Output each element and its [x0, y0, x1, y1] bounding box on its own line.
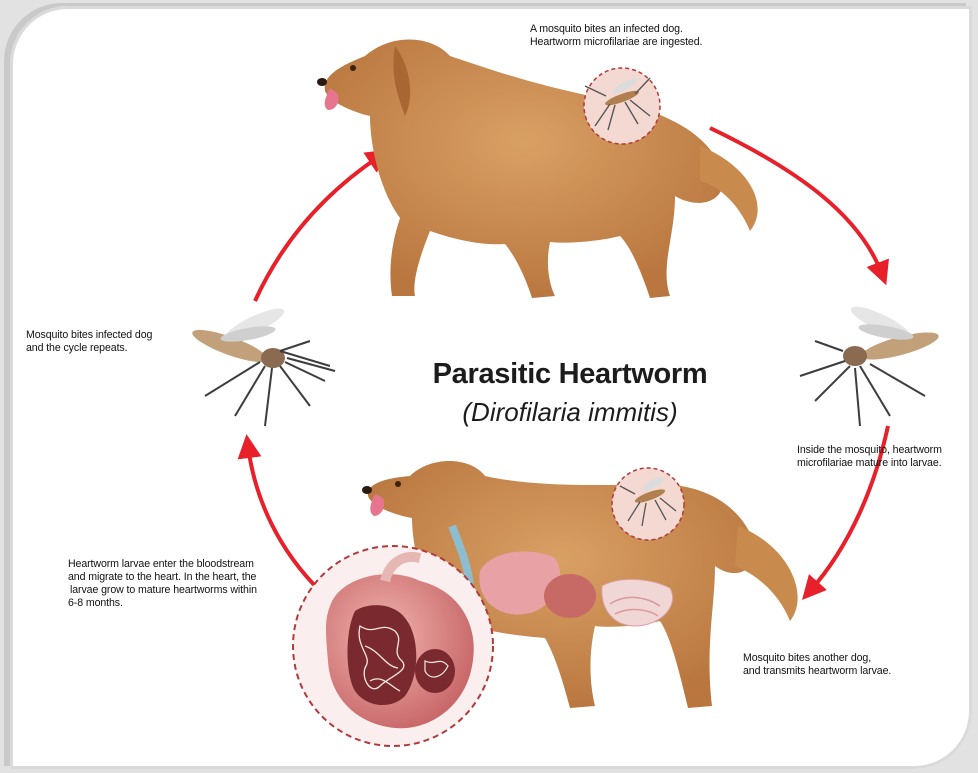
step-caption-5: Mosquito bites infected dog and the cycl… — [26, 329, 152, 355]
diagram-title: Parasitic Heartworm — [390, 358, 750, 391]
diagram-title-block: Parasitic Heartworm (Dirofilaria immitis… — [390, 358, 750, 428]
dog-illustration — [317, 40, 758, 299]
mosquito-illustration — [800, 301, 941, 426]
heart-illustration — [293, 546, 493, 746]
bite-inset-bottom — [612, 468, 684, 540]
cycle-arrow — [248, 446, 320, 591]
diagram-frame: Parasitic Heartworm (Dirofilaria immitis… — [10, 6, 972, 769]
cycle-arrow — [255, 156, 380, 301]
step-caption-3: Mosquito bites another dog, and transmit… — [743, 652, 891, 678]
step-caption-1: A mosquito bites an infected dog. Heartw… — [530, 23, 702, 49]
mosquito-illustration — [189, 303, 335, 426]
step-caption-4: Heartworm larvae enter the bloodstream a… — [68, 558, 257, 610]
bite-inset-top — [584, 68, 660, 144]
step-caption-2: Inside the mosquito, heartworm microfila… — [797, 444, 942, 470]
diagram-subtitle: (Dirofilaria immitis) — [390, 397, 750, 428]
